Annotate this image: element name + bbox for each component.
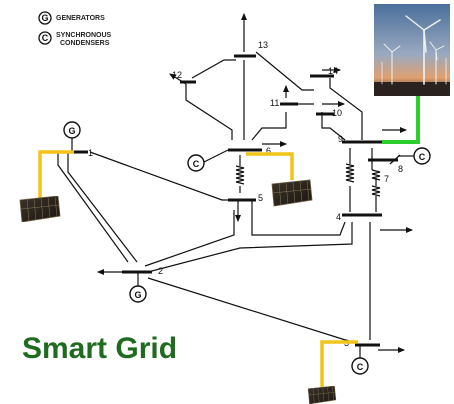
solar-panel-1-icon xyxy=(19,196,61,222)
transformers xyxy=(235,163,381,197)
solar-panels xyxy=(19,179,337,404)
condenser-8-icon xyxy=(413,147,431,165)
bus-label-8: 8 xyxy=(398,164,403,174)
line-1-5 xyxy=(89,151,234,201)
bus-label-1: 1 xyxy=(88,148,93,158)
line-2-4 xyxy=(147,222,353,273)
line-2-3 xyxy=(147,277,356,344)
transformer-7-9 xyxy=(371,185,381,197)
load-arrow-12 xyxy=(169,73,187,85)
bus-label-6: 6 xyxy=(266,146,271,156)
transformer-4-7 xyxy=(371,169,381,181)
condensers: C C C xyxy=(187,147,431,375)
condenser-legend-label-line1: SYNCHRONOUS xyxy=(56,32,112,39)
condenser-legend-label-line2: CONDENSERS xyxy=(60,40,110,47)
solar-panel-6-icon xyxy=(271,179,313,207)
condenser-6-icon xyxy=(187,154,205,172)
bus-label-14: 14 xyxy=(328,66,338,76)
generator-legend-symbol: G xyxy=(41,13,48,23)
transmission-lines xyxy=(57,51,401,344)
line-9-14 xyxy=(329,78,363,140)
line-1-2b xyxy=(67,152,138,263)
generator-2-icon xyxy=(129,285,147,303)
bus-labels: 1 2 3 4 5 6 7 8 9 10 11 12 13 14 xyxy=(88,40,403,348)
bus-label-2: 2 xyxy=(158,266,163,276)
bus-label-9: 9 xyxy=(338,134,343,144)
line-12-13 xyxy=(191,59,236,79)
bus-label-11: 11 xyxy=(270,98,279,108)
condenser-legend-icon xyxy=(38,31,52,45)
bus-label-5: 5 xyxy=(258,193,263,203)
renewable-links xyxy=(38,96,420,388)
bus-label-12: 12 xyxy=(172,70,182,80)
generator-1-icon xyxy=(63,121,81,139)
line-13-14 xyxy=(255,51,314,91)
solar-link-bus-6 xyxy=(246,152,294,180)
load-arrows xyxy=(97,13,413,353)
generator-2-symbol: G xyxy=(134,290,141,300)
wind-farm-sky xyxy=(374,4,450,96)
page-title: Smart Grid xyxy=(22,332,177,365)
condenser-legend-symbol: C xyxy=(42,33,49,43)
generators: G G xyxy=(63,121,147,303)
bus-label-10: 10 xyxy=(332,108,342,118)
generator-legend-label: GENERATORS xyxy=(56,15,105,22)
line-6-12 xyxy=(185,84,233,140)
condenser-3-symbol: C xyxy=(357,362,364,372)
generator-1-symbol: G xyxy=(68,126,75,136)
line-1-2a xyxy=(57,152,129,263)
wind-turbine-icon xyxy=(381,15,447,85)
legend: G GENERATORS C SYNCHRONOUS CONDENSERS xyxy=(38,11,112,47)
condenser-3-icon xyxy=(351,357,369,375)
condenser-8-symbol: C xyxy=(419,152,426,162)
line-4-5 xyxy=(251,200,346,236)
bus-label-13: 13 xyxy=(258,40,268,50)
cond-6-stem xyxy=(203,149,229,163)
bus-label-7: 7 xyxy=(384,174,389,184)
solar-link-bus-1 xyxy=(38,150,74,202)
condenser-6-symbol: C xyxy=(193,159,200,169)
solar-link-bus-3 xyxy=(320,340,358,388)
bus-label-4: 4 xyxy=(336,212,341,222)
wind-farm-image xyxy=(374,4,450,96)
solar-panel-3-icon xyxy=(307,386,337,404)
wind-link-bus-9 xyxy=(382,96,420,144)
wind-farm-ground xyxy=(374,82,450,96)
line-9-10 xyxy=(321,112,346,141)
line-6-11 xyxy=(251,112,287,141)
transformer-5-6 xyxy=(235,165,245,185)
generator-legend-icon xyxy=(38,11,52,25)
transformer-4-9 xyxy=(345,163,355,183)
line-2-5 xyxy=(144,210,235,267)
